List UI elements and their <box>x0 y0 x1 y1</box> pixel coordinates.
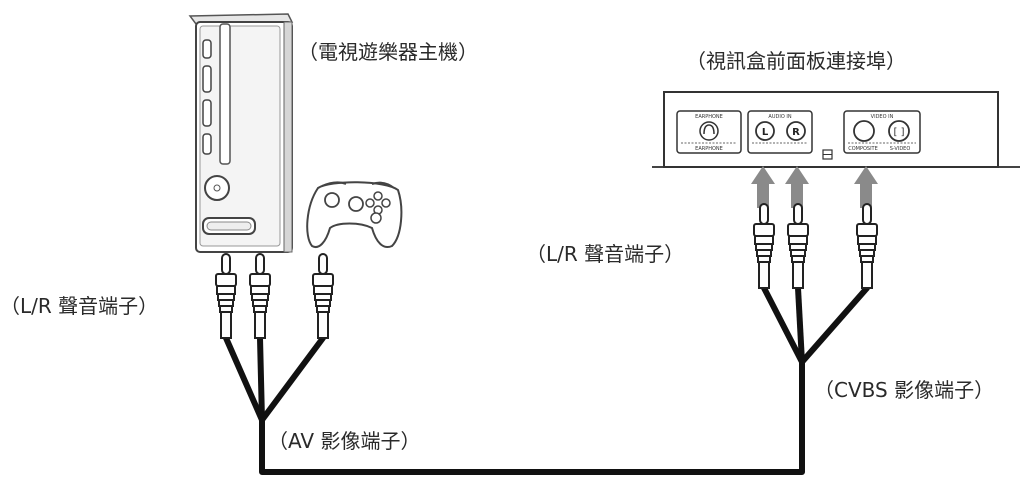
plug-right-3 <box>856 203 878 289</box>
game-controller <box>306 181 403 248</box>
plug-left-2 <box>249 253 271 339</box>
lr-audio-label-left: （L/R 聲音端子） <box>0 294 159 318</box>
svg-text:[ ]: [ ] <box>894 127 905 138</box>
plug-left-1 <box>215 253 237 339</box>
audio-right-jack <box>786 121 806 141</box>
plug-right-2 <box>787 203 809 289</box>
av-video-label: （AV 影像端子） <box>268 429 421 453</box>
panel-label: （視訊盒前面板連接埠） <box>686 49 906 73</box>
earphone-top-label: EARPHONE <box>695 114 723 120</box>
svideo-jack <box>888 120 910 142</box>
plug-left-3 <box>312 253 334 339</box>
cvbs-video-label: （CVBS 影像端子） <box>814 378 995 402</box>
plug-right-1 <box>753 203 775 289</box>
console-label: （電視遊樂器主機） <box>298 40 478 64</box>
av-front-panel: EARPHONE EARPHONE AUDIO IN L R VIDEO IN … <box>652 91 1020 168</box>
audio-left-jack <box>755 121 775 141</box>
composite-label: COMPOSITE <box>848 146 878 152</box>
connection-arrows <box>751 166 878 208</box>
game-console <box>188 13 294 253</box>
earphone-bottom-label: EARPHONE <box>695 146 723 152</box>
audio-right-jack-label: R <box>792 127 800 138</box>
svideo-label: S-VIDEO <box>890 146 911 152</box>
lr-audio-label-right: （L/R 聲音端子） <box>526 242 685 266</box>
composite-jack <box>853 120 875 142</box>
audio-in-label: AUDIO IN <box>768 114 791 120</box>
video-in-label: VIDEO IN <box>871 114 894 120</box>
audio-left-jack-label: L <box>762 127 769 138</box>
cables <box>223 285 870 475</box>
